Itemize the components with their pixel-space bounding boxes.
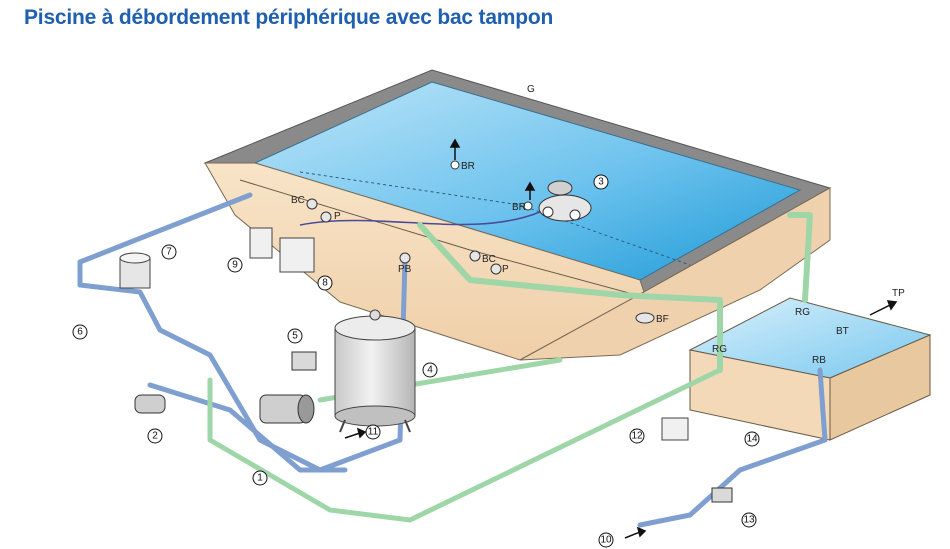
arrow-11 [344,432,361,439]
pipe-blue [77,192,408,473]
callout-4: 4 [422,362,438,378]
callout-14-text: 14 [746,434,758,445]
letter-labels: G BR BR BC P PB BC P BF RG RG BT RB TP [291,84,905,366]
pump-1-face [297,394,315,424]
robot-top [547,180,573,196]
callout-11: 11 [365,424,381,440]
callout-14: 14 [744,431,760,447]
sand-filter-cap [369,309,381,321]
control-boxes [249,227,689,441]
pump-2-body [134,394,166,414]
pipe-green [787,212,813,303]
fitting-bc1 [306,198,318,210]
callout-9: 9 [227,257,243,273]
skimmer-5 [291,351,317,371]
number-callouts: 1 2 3 4 5 6 7 8 [72,174,760,548]
label-p2: P [502,264,509,275]
callout-12-text: 12 [631,431,643,442]
callout-10: 10 [598,532,614,548]
callout-1-text: 1 [257,473,263,484]
callout-10-text: 10 [600,535,612,546]
pipe-green [417,222,723,373]
arrow-head [449,138,461,148]
fitting-br1 [450,160,460,170]
label-rg1: RG [795,307,810,318]
label-br2: BR [512,202,526,213]
arrow-head [356,427,367,439]
sand-filter-body [334,327,416,417]
callout-2-text: 2 [152,431,158,442]
fitting-bf [635,312,655,324]
buffer-tank [688,297,932,441]
fitting-p1 [320,211,332,223]
robot-cable [299,211,541,226]
label-br1: BR [461,161,475,172]
pipe-blue [147,382,348,473]
fitting-p2 [490,263,502,275]
sand-filter-leg [404,419,411,433]
fitting-pb [399,252,411,264]
label-pb: PB [398,264,412,275]
label-p1: P [334,211,341,222]
callout-12: 12 [629,428,645,444]
callout-3: 3 [593,174,609,190]
label-rb: RB [812,355,826,366]
fittings [306,160,655,324]
arrow-tp [869,304,891,316]
label-bc2: BC [482,254,496,265]
callout-6: 6 [72,324,88,340]
robot-wheel [542,206,554,218]
arrows [344,138,898,539]
callout-5: 5 [287,328,303,344]
callout-9-text: 9 [232,260,238,271]
callout-13-text: 13 [743,515,755,526]
sand-filter [334,309,416,433]
pool-wall-right [519,187,831,361]
pumps [134,351,317,424]
fitting-br2 [523,201,533,211]
callout-7: 7 [161,244,177,260]
label-bf: BF [656,314,669,325]
prefilter-lid [119,252,151,264]
robot-wheel [569,209,581,221]
diagram-title: Piscine à débordement périphérique avec … [24,6,554,29]
arrow-head [636,526,647,538]
callout-8-text: 8 [322,278,328,289]
callout-5-text: 5 [292,331,298,342]
prefilter [119,252,151,289]
callout-8: 8 [317,275,333,291]
callout-11-text: 11 [368,427,379,438]
callout-1: 1 [252,470,268,486]
control-box-8 [279,237,315,273]
callout-6-text: 6 [77,327,83,338]
sand-filter-leg [339,419,346,433]
callout-4-text: 4 [427,365,433,376]
sand-filter-bottom [334,405,416,427]
pool-floor-line [299,171,691,266]
valve-13 [711,487,733,503]
callout-3-text: 3 [598,177,604,188]
pipe-green [207,367,723,523]
callout-7-text: 7 [166,247,172,258]
arrow-head [886,300,898,311]
label-tp: TP [892,288,905,299]
label-bc1: BC [291,195,305,206]
pipe-blue [637,367,828,528]
label-bt: BT [836,326,849,337]
fitting-bc2 [469,250,481,262]
pool [203,69,832,361]
control-box-9 [249,227,273,259]
buffer-tank-side [829,334,931,441]
callout-13: 13 [741,512,757,528]
arrow-head [524,181,536,191]
callout-2: 2 [147,428,163,444]
label-g: G [527,84,535,95]
robot-cleaner [299,180,592,226]
arrow-10 [624,531,641,539]
control-box-12 [661,417,689,441]
label-rg2: RG [712,344,727,355]
